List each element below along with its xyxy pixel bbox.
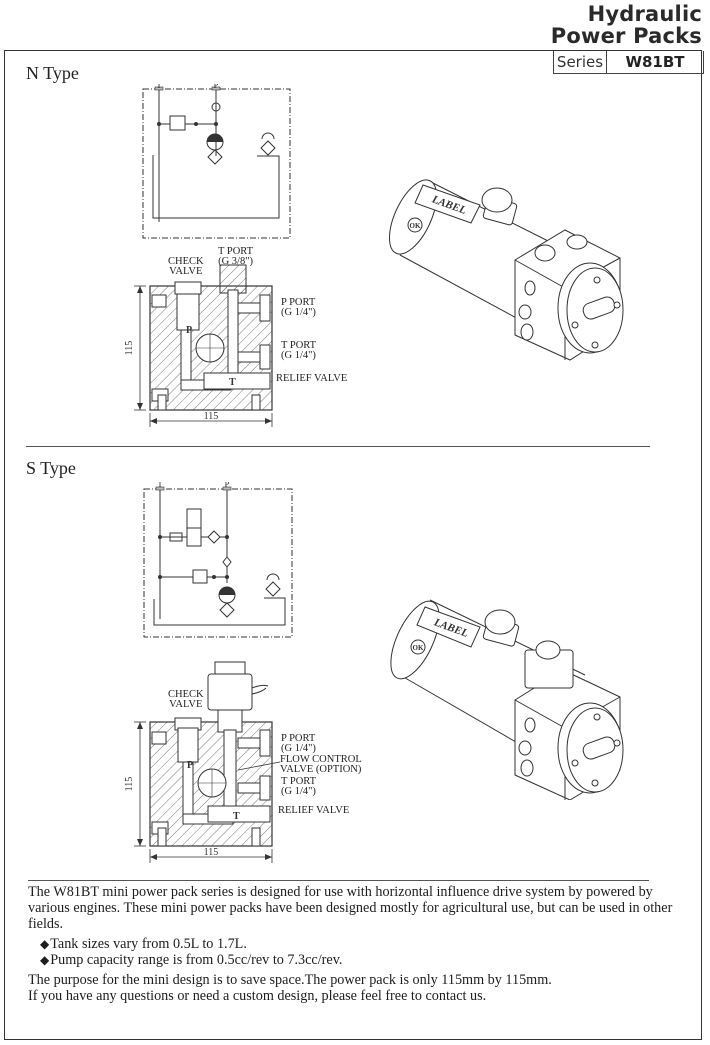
label-plate [416,606,481,648]
description-paragraph-1: The W81BT mini power pack series is desi… [28,884,673,932]
series-label: Series [554,51,607,73]
port-p-label: P [213,84,218,90]
inner-t-label: T [233,811,240,822]
s-type-title: S Type [26,458,76,478]
breather-symbol [265,581,281,597]
port-t-label: T [156,84,162,90]
schematic-boundary [143,488,293,638]
t-port-label: T PORT (G 1/4") [281,340,317,361]
ok-mark-text: OK [410,222,421,230]
filter-symbol [207,149,223,165]
dimension-height: 115 [124,341,135,356]
check-valve-symbol [211,102,221,112]
section-divider [26,446,650,447]
description-paragraph-2: The purpose for the mini design is to sa… [28,972,552,988]
ok-mark [407,217,423,233]
flow-control-label: FLOW CONTROL VALVE (OPTION) [280,754,362,775]
s-type-power-pack-render: LABEL OK [390,599,624,800]
page-frame [4,50,702,1040]
ok-mark [410,639,426,655]
solenoid-valve-symbol [186,527,202,547]
diamond-bullet-icon: ◆ [40,937,50,951]
dimension-width: 115 [204,411,219,422]
t-port-label: T PORT (G 1/4") [281,776,317,797]
series-badge: Series W81BT [553,51,704,74]
description-block: The W81BT mini power pack series is desi… [28,884,693,1004]
title-line-1: Hydraulic [587,2,702,26]
solenoid-coil [207,673,253,711]
diamond-bullet-icon: ◆ [40,953,50,967]
dimension-width: 115 [204,847,219,858]
description-divider [28,880,649,881]
label-plate [414,184,481,224]
relief-valve-label: RELIEF VALVE [276,373,348,384]
port-t-label: T [157,482,163,489]
inner-p-label: P [186,325,192,336]
breather-symbol [260,140,276,156]
schematic-boundary [142,88,291,239]
description-paragraph-3: If you have any questions or need a cust… [28,988,487,1004]
dimension-height: 115 [124,777,135,792]
inner-t-label: T [229,377,236,388]
check-valve-label: CHECK VALVE [168,689,204,710]
port-p-label: P [224,482,229,489]
series-value: W81BT [625,53,685,71]
s-type-hydraulic-schematic: T P [143,482,293,638]
feature-item: ◆Pump capacity range is from 0.5cc/rev t… [40,952,343,968]
n-type-title: N Type [26,63,79,83]
title-line-2: Power Packs [550,24,702,48]
check-valve-symbol [222,556,232,568]
filter-symbol [207,530,221,544]
page-title: Hydraulic Power Packs [551,3,702,47]
n-type-power-pack-render: LABEL OK [389,179,624,361]
ok-mark-text: OK [413,644,424,652]
relief-valve-symbol [169,115,186,131]
n-type-hydraulic-schematic: T P [142,84,291,239]
p-port-label: P PORT (G 1/4") [281,733,316,754]
suction-filter-symbol [219,602,235,618]
p-port-label: P PORT (G 1/4") [281,297,316,318]
n-type-manifold-block: P T 115 115 [124,264,273,427]
feature-list: ◆Tank sizes vary from 0.5L to 1.7L. ◆Pum… [40,936,693,968]
inner-p-label: P [187,760,193,771]
feature-item: ◆Tank sizes vary from 0.5L to 1.7L. [40,936,247,952]
check-valve-label: CHECK VALVE [168,256,204,277]
t-port-top-label: T PORT (G 3/8") [218,246,254,267]
relief-valve-label: RELIEF VALVE [278,805,350,816]
s-type-manifold-block: P T 115 115 [124,661,281,863]
relief-valve-symbol [192,569,208,584]
flow-control-symbol [169,532,183,542]
